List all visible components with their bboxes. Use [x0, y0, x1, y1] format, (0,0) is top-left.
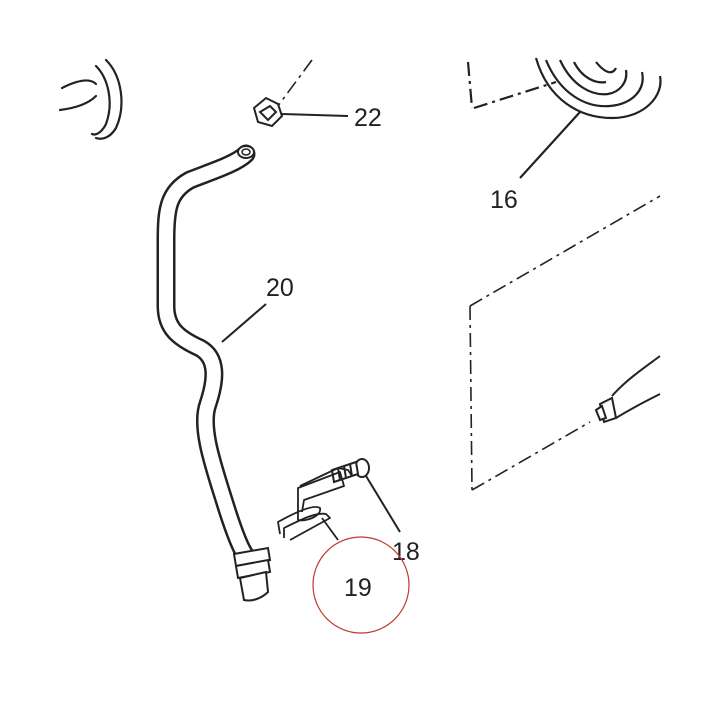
part-19-spring-clip — [277, 467, 353, 541]
partial-part-top-left — [58, 58, 123, 140]
part-16-seal-ring — [466, 57, 662, 179]
part-20-hose — [156, 144, 272, 602]
right-assembly — [469, 195, 661, 491]
label-16: 16 — [490, 186, 518, 214]
highlight-circle-19 — [312, 536, 410, 634]
label-20: 20 — [266, 274, 294, 302]
label-22: 22 — [354, 104, 382, 132]
label-19: 19 — [344, 574, 372, 602]
part-22-clamp — [252, 96, 349, 128]
part-18-screw — [330, 458, 401, 533]
